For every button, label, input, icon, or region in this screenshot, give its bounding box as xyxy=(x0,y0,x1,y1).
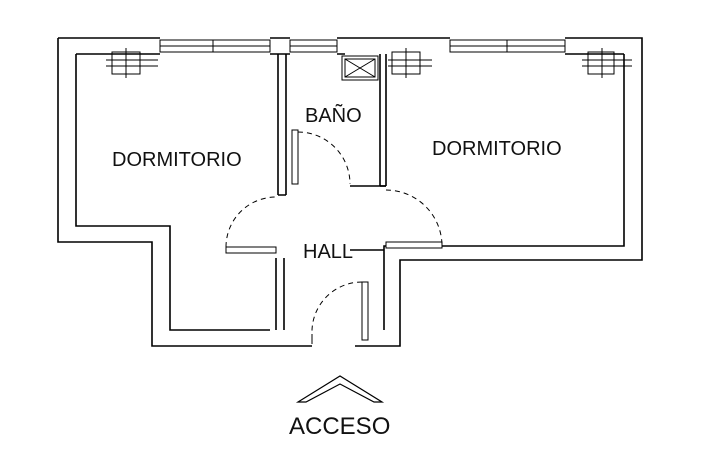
radiator-right xyxy=(582,48,632,78)
room-label-dormitorio-left: DORMITORIO xyxy=(112,149,242,171)
room-label-hall: HALL xyxy=(303,241,353,263)
window-center xyxy=(289,39,338,53)
access-label: ACCESO xyxy=(289,413,390,440)
door-bano[interactable] xyxy=(291,129,351,185)
radiator-left xyxy=(106,48,158,78)
radiator-center xyxy=(388,48,432,78)
door-dormitorio-left[interactable] xyxy=(225,196,277,254)
door-dormitorio-right[interactable] xyxy=(385,189,443,249)
room-label-bano: BAÑO xyxy=(305,103,362,127)
door-entrance[interactable] xyxy=(311,281,369,344)
window-left xyxy=(159,39,271,53)
ventilation-shaft xyxy=(341,55,379,81)
interior-walls xyxy=(275,54,387,330)
exterior-walls xyxy=(57,37,643,347)
room-label-dormitorio-right: DORMITORIO xyxy=(432,138,562,160)
chevron-up-icon xyxy=(295,375,385,403)
window-right xyxy=(449,39,566,53)
